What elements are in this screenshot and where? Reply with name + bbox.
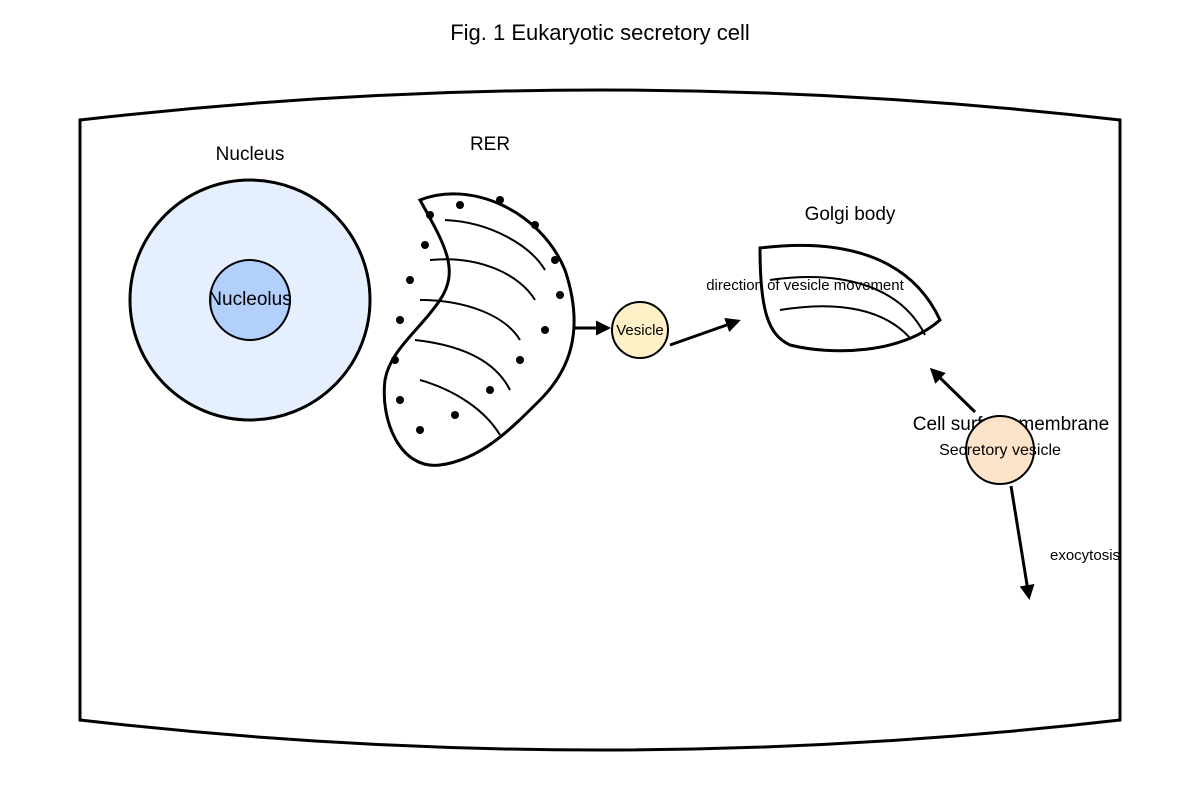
transport-vesicle (611, 301, 669, 359)
rer-cisterna (429, 258, 536, 301)
nucleolus (209, 259, 291, 341)
rer-cisterna (444, 219, 546, 271)
ribosome (456, 201, 464, 209)
exocytosis-label: exocytosis (1050, 547, 1120, 564)
arrow-vesicle-to-golgi (669, 317, 741, 347)
ribosome (396, 396, 404, 404)
secretory-vesicle-label: Secretory vesicle (939, 442, 1061, 459)
arrow-secretory-to-golgi (929, 367, 977, 414)
ribosome (406, 276, 414, 284)
ribosome (396, 316, 404, 324)
ribosome (426, 211, 434, 219)
rer-label: RER (470, 134, 510, 155)
figure-title: Fig. 1 Eukaryotic secretory cell (450, 20, 750, 45)
nucleolus-label: Nucleolus (208, 289, 291, 310)
rough-endoplasmic-reticulum (382, 192, 576, 467)
secretory-vesicle (965, 415, 1035, 485)
ribosome (541, 326, 549, 334)
nucleus (128, 178, 372, 422)
direction-label: direction of vesicle movement (706, 277, 904, 294)
ribosome (556, 291, 564, 299)
rer-cisterna (419, 299, 521, 341)
ribosome (416, 426, 424, 434)
nucleus-label: Nucleus (216, 144, 285, 165)
golgi-label: Golgi body (805, 204, 896, 225)
ribosome (391, 356, 399, 364)
golgi-cisterna (779, 305, 911, 339)
ribosome (496, 196, 504, 204)
golgi-body (758, 243, 942, 353)
rer-cisterna (414, 339, 511, 391)
ribosome (531, 221, 539, 229)
golgi-outline (758, 243, 942, 353)
rer-cisterna (419, 379, 501, 436)
ribosome (551, 256, 559, 264)
ribosome (486, 386, 494, 394)
ribosomes (391, 196, 564, 434)
vesicle-label: Vesicle (616, 322, 664, 339)
ribosome (451, 411, 459, 419)
ribosome (516, 356, 524, 364)
golgi-cisterna (769, 276, 926, 336)
arrow-exocytosis (1009, 485, 1035, 600)
ribosome (421, 241, 429, 249)
cell-outline (78, 88, 1122, 752)
